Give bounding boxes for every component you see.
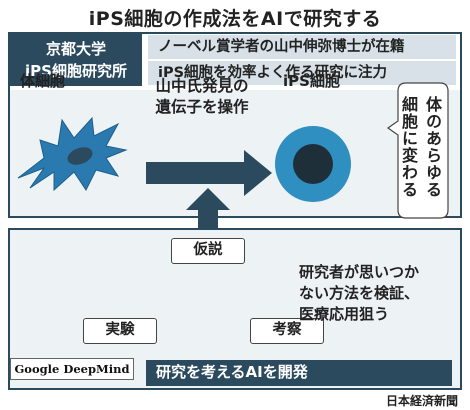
note-nobel: ノーベル賞学者の山中伸弥博士が在籍	[148, 35, 456, 59]
ai-description: 研究者が思いつか ない方法を検証、 医療応用狙う	[299, 262, 419, 325]
cell-reprogramming-panel: 京都大学 iPS細胞研究所 ノーベル賞学者の山中伸弥博士が在籍 iPS細胞を効率…	[8, 32, 462, 218]
somatic-cell-label: 体細胞	[20, 72, 66, 90]
institute-line-1: 京都大学	[45, 40, 106, 58]
ai-description-line-2: ない方法を検証、	[299, 284, 420, 302]
institute-line-2: iPS細胞研究所	[25, 62, 127, 80]
ai-description-line-3: 医療応用狙う	[299, 305, 390, 323]
gene-manipulation-label: 山中氏発見の 遺伝子を操作	[142, 76, 262, 118]
gene-manipulation-line-1: 山中氏発見の	[155, 77, 249, 95]
source-credit: 日本経済新聞	[385, 394, 458, 408]
ips-cell-label: iPS細胞	[283, 72, 340, 90]
diagram-title: iPS細胞の作成法をAIで研究する	[88, 8, 382, 30]
somatic-cell-icon	[17, 116, 128, 192]
note-research-focus: iPS細胞を効率よく作る研究に注力	[148, 61, 456, 85]
ips-cell-icon	[275, 126, 351, 202]
node-experiment: 実験	[83, 318, 157, 344]
callout-text: 体のあらゆる細胞に変わる	[399, 96, 442, 198]
deepmind-logo: Google DeepMind	[10, 358, 134, 380]
gene-manipulation-line-2: 遺伝子を操作	[155, 98, 249, 116]
deepmind-caption: 研究を考えるAIを開発	[146, 360, 452, 386]
institute-label: 京都大学 iPS細胞研究所	[10, 34, 142, 86]
reprogramming-arrow	[146, 150, 272, 196]
node-consideration: 考察	[250, 318, 324, 344]
ai-description-line-1: 研究者が思いつか	[299, 263, 420, 281]
node-hypothesis: 仮説	[171, 238, 245, 264]
callout-bubble	[386, 82, 449, 219]
